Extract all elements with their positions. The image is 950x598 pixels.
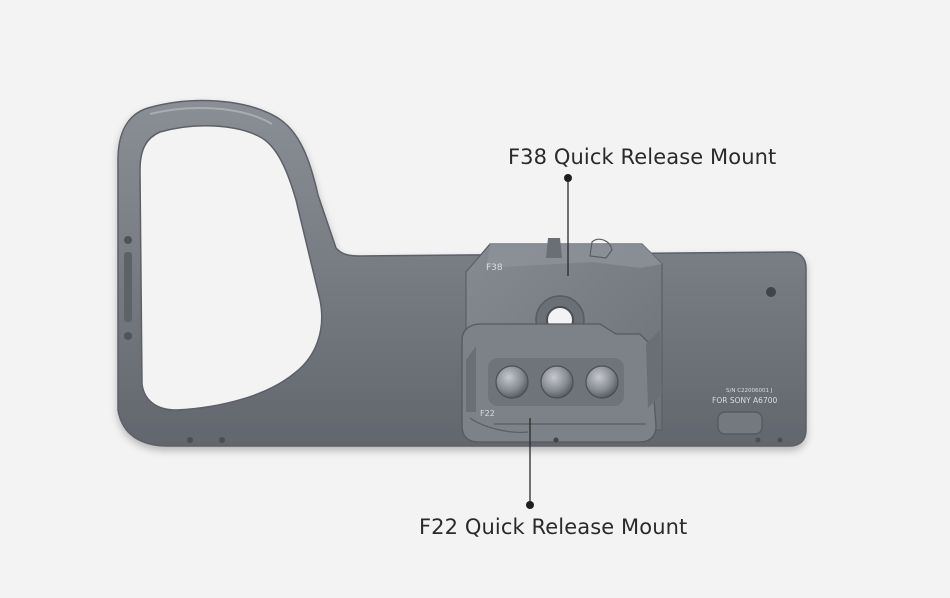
callout-dot-f38 [564, 174, 572, 182]
serial-engraving: S/N C22006001 J [726, 388, 773, 394]
plate-hole [766, 287, 776, 297]
f22-engraving: F22 [480, 409, 495, 418]
handle-hole [124, 236, 132, 244]
screw-icon [495, 365, 529, 399]
callout-dot-f22 [526, 501, 534, 509]
model-engraving: FOR SONY A6700 [712, 396, 777, 405]
screw-icon [540, 365, 574, 399]
plate-bump [717, 411, 763, 435]
f22-callout-label: F22 Quick Release Mount [419, 515, 688, 539]
screw-icon [585, 365, 619, 399]
handle-hole [124, 332, 132, 340]
f38-callout-label: F38 Quick Release Mount [508, 145, 777, 169]
handle-slot [124, 252, 132, 322]
f38-engraving: F38 [486, 263, 503, 273]
f22-mount: F22 [461, 323, 662, 443]
